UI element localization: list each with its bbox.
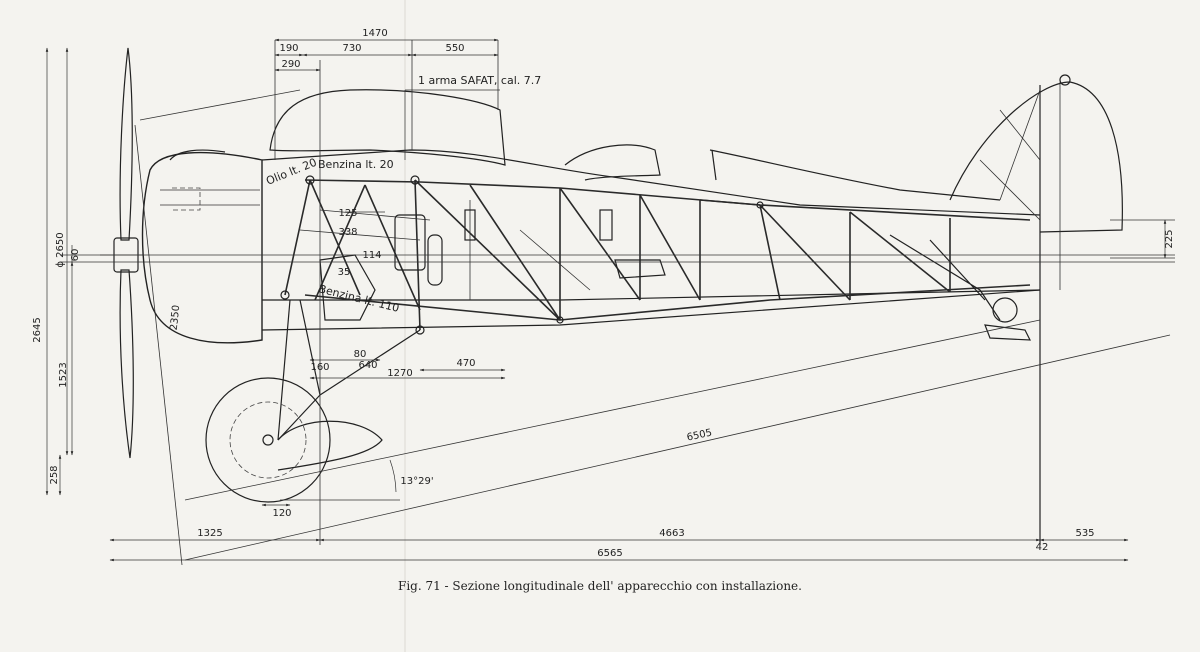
fuel-tank-lower-label: Benzina lt. 110 (317, 282, 400, 315)
dim-35: 35 (338, 267, 351, 278)
dim-120: 120 (272, 508, 291, 519)
equipment (319, 209, 666, 321)
construction-lines (60, 40, 1175, 566)
dim-1523: 1523 (58, 362, 69, 387)
fuselage-outline (261, 89, 1041, 331)
dim-4663: 4663 (659, 528, 684, 539)
dim-640: 640 (358, 360, 377, 371)
dim-190: 190 (279, 43, 298, 54)
dim-1325: 1325 (197, 528, 222, 539)
dimension-lines (45, 38, 1167, 562)
dim-535: 535 (1075, 528, 1094, 539)
dim-1270: 1270 (387, 368, 412, 379)
dim-angle: 13°29' (400, 476, 433, 487)
dim-6505: 6505 (686, 428, 713, 444)
dim-114: 114 (362, 250, 381, 261)
dim-160: 160 (310, 362, 329, 373)
dim-225: 225 (1164, 229, 1175, 248)
landing-gear (205, 299, 421, 503)
engine-cowling (141, 149, 263, 344)
weapon-label: 1 arma SAFAT, cal. 7.7 (418, 74, 541, 87)
dim-2350: 2350 (169, 305, 183, 331)
dim-80: 80 (354, 349, 367, 360)
fuel-tank-upper-label: Benzina lt. 20 (318, 158, 394, 171)
tail-skid (889, 234, 1031, 341)
dim-42: 42 (1036, 542, 1049, 553)
figure-caption: Fig. 71 - Sezione longitudinale dell' ap… (398, 579, 802, 593)
dim-2645: 2645 (32, 317, 43, 342)
tail-fin (949, 74, 1123, 545)
dim-125: 125 (338, 208, 357, 219)
dim-550: 550 (445, 43, 464, 54)
dim-1470: 1470 (362, 28, 387, 39)
dim-258: 258 (49, 465, 60, 484)
dimension-texts: 1470 190 730 550 290 125 338 35 114 80 1… (32, 28, 1175, 559)
dim-338: 338 (338, 227, 357, 238)
dim-730: 730 (342, 43, 361, 54)
dim-phi2650: ϕ 2650 (55, 232, 66, 267)
dim-470: 470 (456, 358, 475, 369)
dim-290: 290 (281, 59, 300, 70)
dim-60: 60 (70, 249, 81, 262)
dim-6565: 6565 (597, 548, 622, 559)
